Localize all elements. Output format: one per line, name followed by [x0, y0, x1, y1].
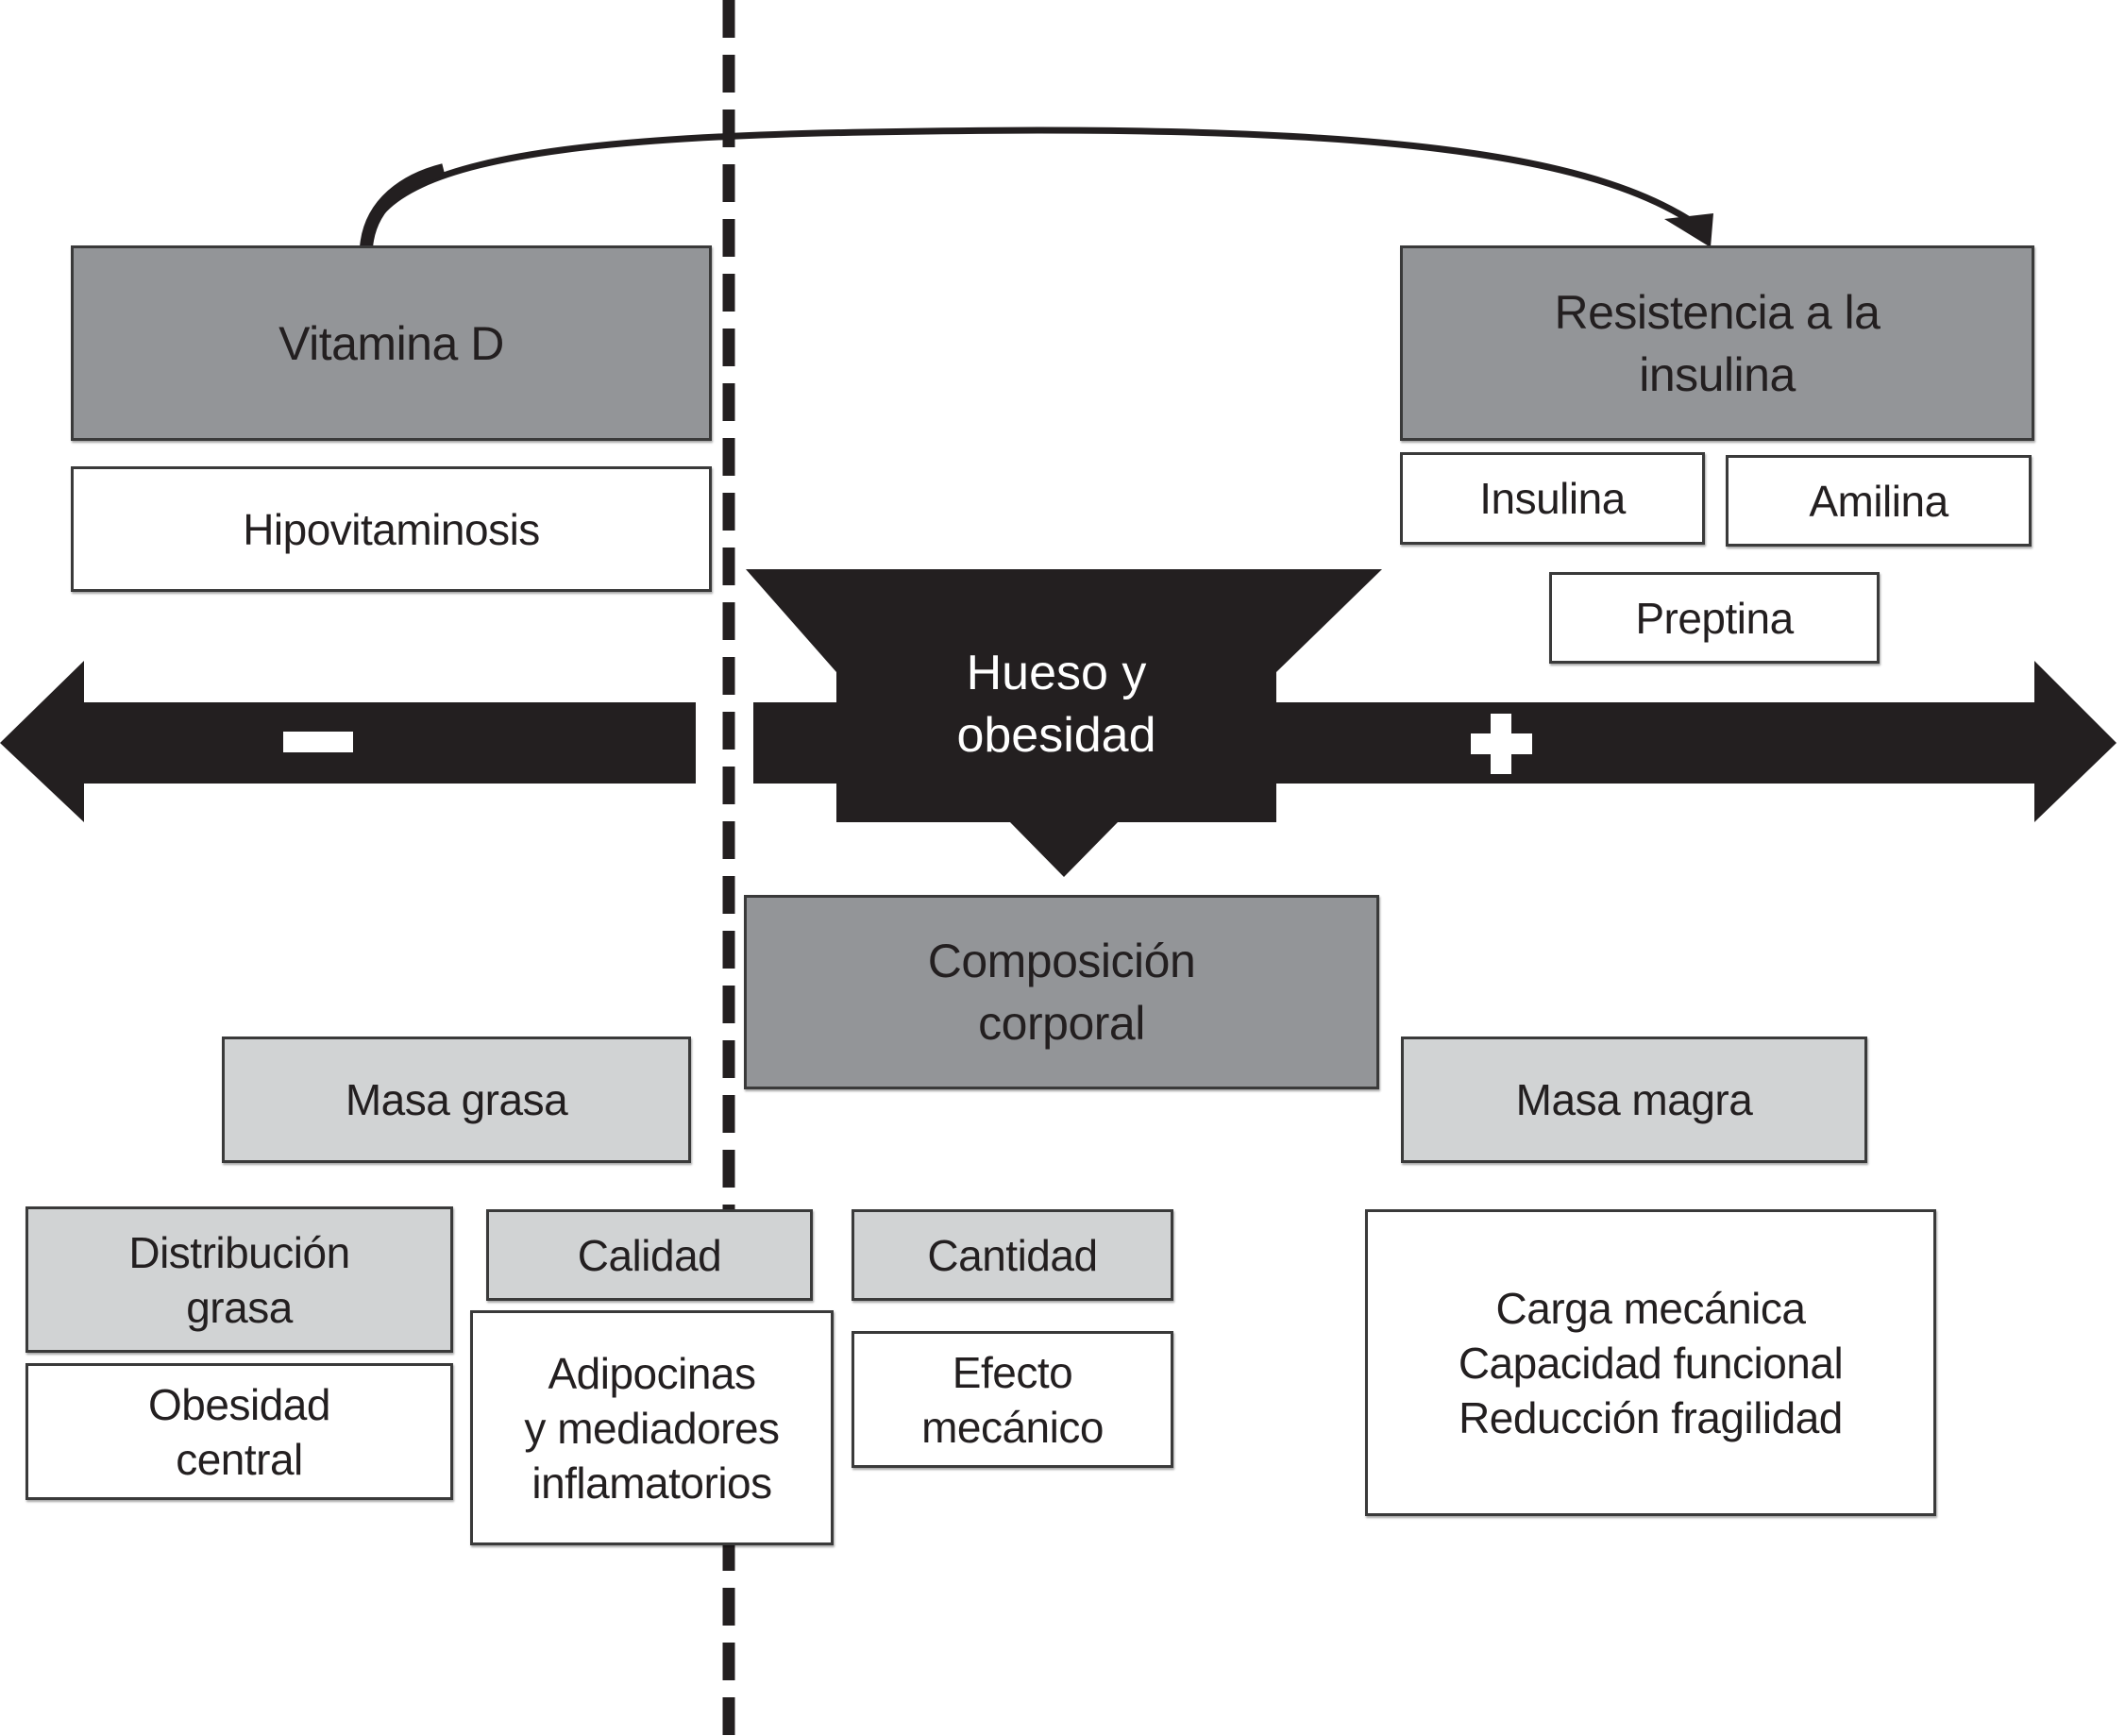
adipokines-box: Adipocinas y mediadores inflamatorios [470, 1310, 834, 1545]
fat-mass-title: Masa grasa [345, 1075, 568, 1124]
insulin-box: Insulina [1400, 452, 1705, 545]
insulin-resistance-box: Resistencia a la insulina [1400, 245, 2034, 441]
curved-arrow-head-icon [1664, 213, 1713, 247]
lean-mass-effects-label: Carga mecánica Capacidad funcional Reduc… [1458, 1283, 1844, 1442]
vitamin-d-box: Vitamina D [71, 245, 712, 441]
curved-connector-base [360, 163, 446, 248]
central-funnel-shape [746, 569, 1382, 877]
insulin-resistance-title: Resistencia a la insulina [1554, 285, 1880, 401]
central-obesity-label: Obesidad central [148, 1379, 330, 1484]
body-composition-title: Composición corporal [927, 935, 1196, 1050]
fat-distribution-box: Distribución grasa [25, 1206, 453, 1353]
quantity-box: Cantidad [852, 1209, 1173, 1301]
amylin-box: Amilina [1726, 455, 2032, 547]
body-composition-box: Composición corporal [744, 895, 1379, 1089]
mechanical-effect-label: Efecto mecánico [921, 1347, 1104, 1452]
preptin-box: Preptina [1549, 572, 1880, 664]
lean-mass-title: Masa magra [1515, 1075, 1753, 1124]
hypovitaminosis-label: Hipovitaminosis [243, 504, 540, 554]
quality-box: Calidad [486, 1209, 813, 1301]
lean-mass-box: Masa magra [1401, 1037, 1867, 1163]
fat-mass-box: Masa grasa [222, 1037, 691, 1163]
lean-mass-effects-box: Carga mecánica Capacidad funcional Reduc… [1365, 1209, 1936, 1516]
minus-sign-icon [283, 732, 353, 752]
central-obesity-box: Obesidad central [25, 1363, 453, 1500]
insulin-label: Insulina [1479, 474, 1626, 523]
adipokines-label: Adipocinas y mediadores inflamatorios [524, 1348, 780, 1508]
center-label-bone-obesity: Hueso y obesidad [956, 646, 1156, 763]
hypovitaminosis-box: Hipovitaminosis [71, 466, 712, 592]
quantity-title: Cantidad [927, 1230, 1098, 1280]
plus-sign-vertical [1491, 714, 1511, 774]
mechanical-effect-box: Efecto mecánico [852, 1331, 1173, 1468]
fat-distribution-title: Distribución grasa [128, 1227, 350, 1332]
amylin-label: Amilina [1809, 476, 1948, 526]
vitamin-d-title: Vitamina D [278, 316, 504, 370]
preptin-label: Preptina [1635, 593, 1794, 643]
curved-connector-arrow [363, 126, 1702, 248]
quality-title: Calidad [577, 1230, 722, 1280]
